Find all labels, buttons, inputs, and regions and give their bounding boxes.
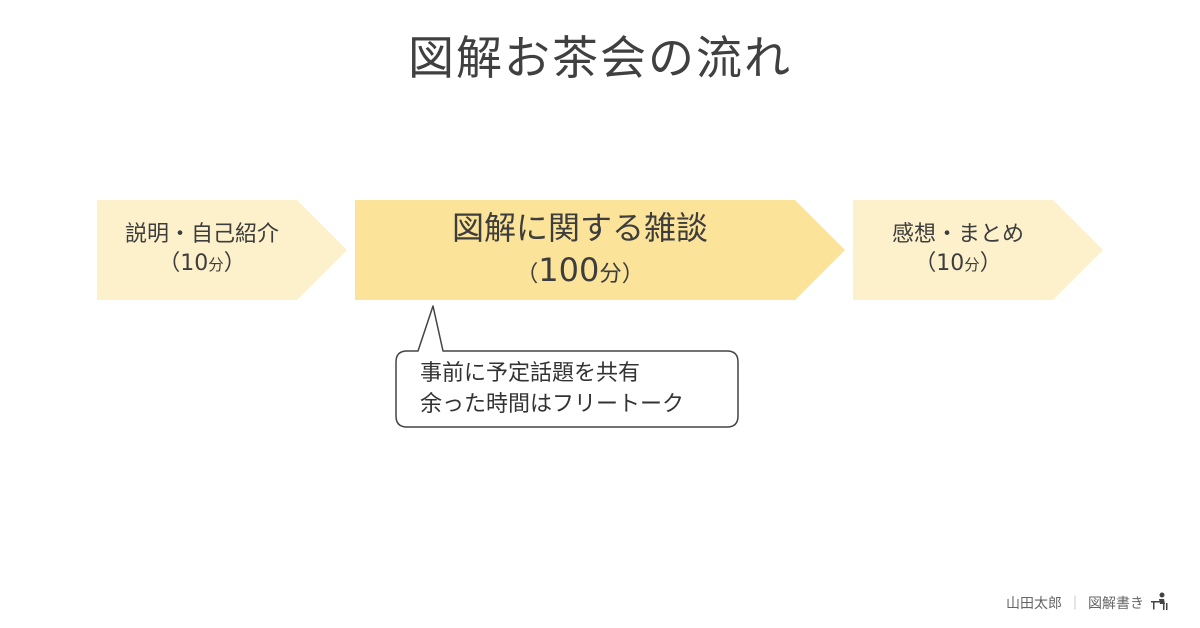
step-label: 図解に関する雑談 (451, 209, 708, 248)
brand-name: 図解書き (1088, 596, 1144, 612)
footer-credit: 山田太郎 ｜ 図解書き (1006, 592, 1170, 614)
flow-step-chat: 図解に関する雑談 （100分） (355, 200, 845, 300)
callout-line: 事前に予定話題を共有 (420, 361, 641, 386)
step-duration: （10分） (158, 251, 246, 276)
author-name: 山田太郎 (1006, 596, 1062, 612)
flow-step-wrapup: 感想・まとめ （10分） (853, 200, 1103, 300)
step-duration: （100分） (515, 251, 645, 289)
callout-text: 事前に予定話題を共有 余った時間はフリートーク (420, 358, 730, 420)
person-at-desk-icon (1150, 592, 1170, 614)
step-label: 感想・まとめ (891, 222, 1024, 248)
step-duration: （10分） (914, 251, 1002, 276)
step-label: 説明・自己紹介 (124, 222, 279, 248)
flow-step-intro: 説明・自己紹介 （10分） (97, 200, 347, 300)
footer-separator: ｜ (1068, 596, 1082, 612)
page-title: 図解お茶会の流れ (408, 31, 792, 85)
callout-line: 余った時間はフリートーク (420, 392, 685, 417)
